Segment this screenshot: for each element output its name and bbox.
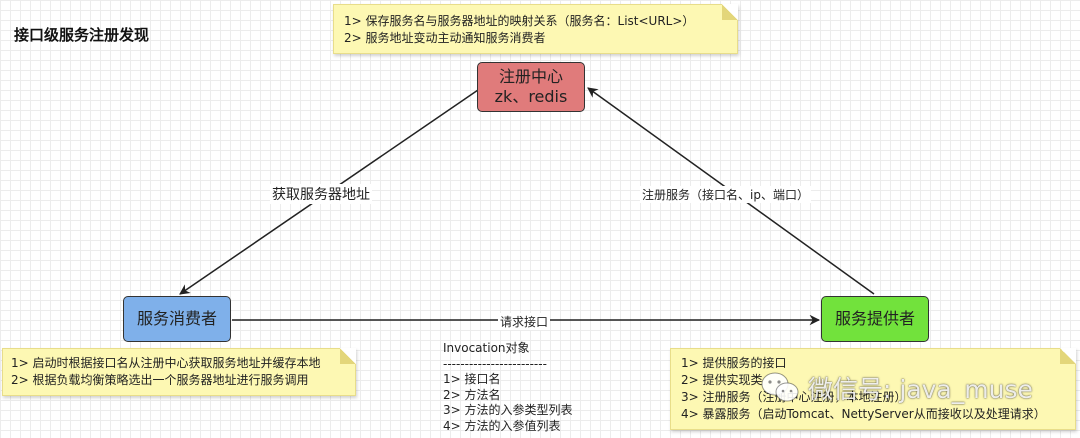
registry-note-line-2: 2> 服务地址变动主动通知服务消费者 <box>344 31 546 45</box>
provider-note: 1> 提供服务的接口 2> 提供实现类 3> 注册服务（注册中心注册，本地注册）… <box>670 348 1076 430</box>
consumer-note-line-1: 1> 启动时根据接口名从注册中心获取服务地址并缓存本地 <box>11 356 321 370</box>
registry-node[interactable]: 注册中心 zk、redis <box>477 62 585 112</box>
consumer-node-label: 服务消费者 <box>136 309 217 328</box>
wechat-icon <box>761 372 799 402</box>
invocation-divider: ------------------------ <box>443 356 547 371</box>
consumer-note: 1> 启动时根据接口名从注册中心获取服务地址并缓存本地 2> 根据负载均衡策略选… <box>2 348 356 396</box>
provider-node[interactable]: 服务提供者 <box>821 296 929 342</box>
invocation-item: 4> 方法的入参值列表 <box>443 418 561 433</box>
provider-note-line-1: 1> 提供服务的接口 <box>681 356 787 370</box>
consumer-node[interactable]: 服务消费者 <box>123 296 231 342</box>
watermark-text: 微信号: java_muse <box>808 375 1033 404</box>
invocation-item: 1> 接口名 <box>443 372 501 386</box>
provider-node-label: 服务提供者 <box>834 309 915 328</box>
wechat-watermark: 微信号: java_muse <box>760 370 1033 406</box>
registry-note-line-1: 1> 保存服务名与服务器地址的映射关系（服务名：List<URL>） <box>344 14 695 28</box>
provider-note-line-2: 2> 提供实现类 <box>681 373 763 387</box>
invocation-item: 3> 方法的入参类型列表 <box>443 403 573 417</box>
invocation-item: 2> 方法名 <box>443 387 501 402</box>
consumer-note-line-2: 2> 根据负载均衡策略选出一个服务器地址进行服务调用 <box>11 373 309 387</box>
registry-node-label: 注册中心 <box>498 67 563 86</box>
edge-label-request: 请求接口 <box>498 313 551 330</box>
registry-note: 1> 保存服务名与服务器地址的映射关系（服务名：List<URL>） 2> 服务… <box>333 4 738 54</box>
edge-label-get-address: 获取服务器地址 <box>270 184 372 204</box>
invocation-object: Invocation对象 ------------------------ 1>… <box>443 341 573 434</box>
diagram-title: 接口级服务注册发现 <box>14 26 150 44</box>
registry-node-sublabel: zk、redis <box>494 87 568 106</box>
edge-label-register: 注册服务（接口名、ip、端口） <box>640 186 811 203</box>
invocation-title: Invocation对象 <box>443 341 530 355</box>
provider-note-line-4: 4> 暴露服务（启动Tomcat、NettyServer从而接收以及处理请求） <box>681 407 1046 421</box>
